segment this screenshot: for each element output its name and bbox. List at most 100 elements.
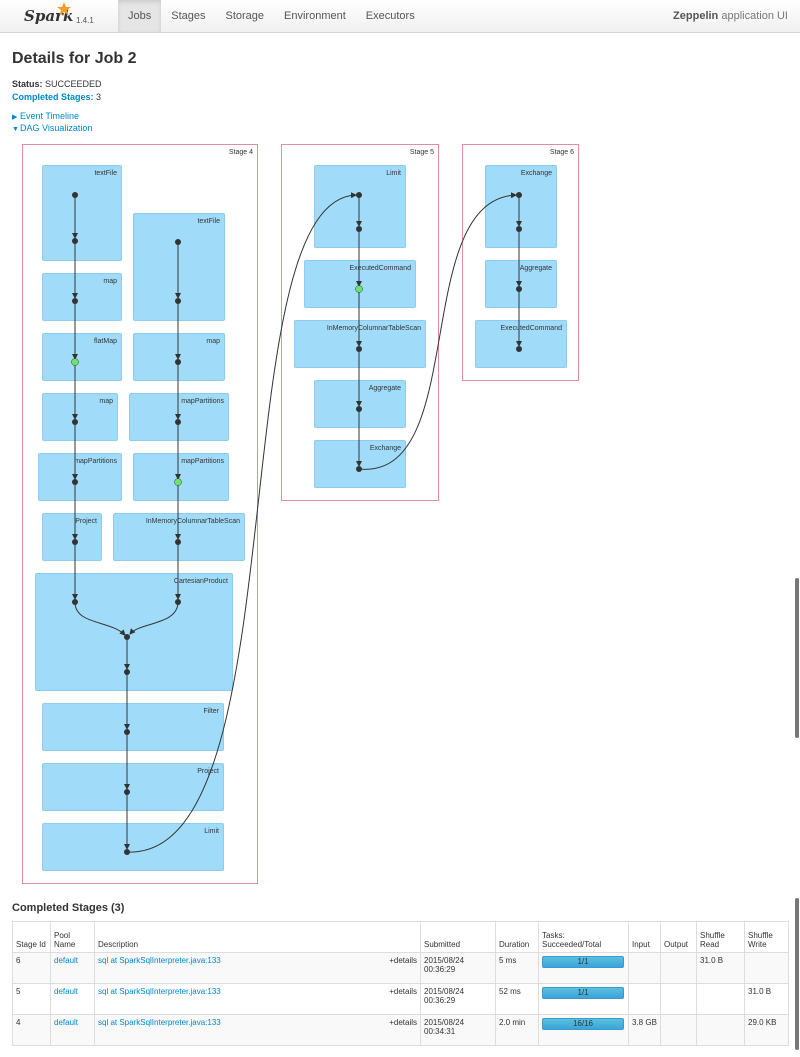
tasks-progress-bar: 1/1	[542, 987, 624, 999]
description-link[interactable]: sql at SparkSqlInterpreter.java:133	[98, 1018, 221, 1027]
rdd-cluster[interactable]: InMemoryColumnarTableScan	[113, 513, 245, 561]
shuffle-read	[696, 1014, 745, 1046]
rdd-cluster[interactable]: Limit	[42, 823, 224, 871]
cluster-label: Filter	[203, 708, 219, 715]
stage-id: 6	[12, 952, 51, 984]
rdd-cluster[interactable]: Filter	[42, 703, 224, 751]
cluster-label: map	[206, 338, 220, 345]
tasks-progress-bar: 1/1	[542, 956, 624, 968]
table-header-row: Stage Id Pool Name Description Submitted…	[12, 921, 789, 953]
shuffle-write: 29.0 KB	[744, 1014, 789, 1046]
col-duration[interactable]: Duration	[495, 921, 539, 953]
rdd-cluster[interactable]: Exchange	[485, 165, 557, 248]
tab-environment[interactable]: Environment	[284, 10, 346, 22]
rdd-cluster[interactable]: flatMap	[42, 333, 122, 381]
col-shuffle-write[interactable]: Shuffle Write	[744, 921, 789, 953]
table-row: 6 default sql at SparkSqlInterpreter.jav…	[12, 952, 789, 984]
cluster-label: map	[99, 398, 113, 405]
col-description[interactable]: Description	[94, 921, 421, 953]
cluster-label: Limit	[386, 170, 401, 177]
cluster-label: Exchange	[520, 170, 552, 177]
stage-label: Stage 4	[228, 149, 253, 156]
col-stage-id[interactable]: Stage Id	[12, 921, 51, 953]
details-toggle[interactable]: +details	[389, 1018, 417, 1027]
rdd-cluster[interactable]: mapPartitions	[38, 453, 122, 501]
cluster-label: mapPartitions	[74, 458, 117, 465]
rdd-cluster[interactable]: map	[133, 333, 225, 381]
rdd-cluster[interactable]: ExecutedCommand	[304, 260, 416, 308]
rdd-cluster[interactable]: map	[42, 273, 122, 321]
pool-link[interactable]: default	[54, 956, 79, 965]
tab-storage[interactable]: Storage	[225, 10, 265, 22]
submitted-time: 2015/08/24 00:36:29	[420, 952, 496, 984]
shuffle-write	[744, 952, 789, 984]
tab-stages[interactable]: Stages	[171, 10, 206, 22]
completed-stages-summary[interactable]: Completed Stages: 3	[12, 92, 101, 102]
completed-stages-heading[interactable]: Completed Stages (3)	[12, 902, 125, 914]
col-output[interactable]: Output	[660, 921, 697, 953]
tab-jobs[interactable]: Jobs	[118, 0, 162, 32]
table-row: 4 default sql at SparkSqlInterpreter.jav…	[12, 1014, 789, 1046]
rdd-cluster[interactable]: Project	[42, 763, 224, 811]
cluster-label: InMemoryColumnarTableScan	[326, 325, 421, 332]
rdd-cluster[interactable]: map	[42, 393, 118, 441]
col-input[interactable]: Input	[628, 921, 661, 953]
stage-id: 5	[12, 983, 51, 1015]
shuffle-read	[696, 983, 745, 1015]
description-link[interactable]: sql at SparkSqlInterpreter.java:133	[98, 956, 221, 965]
cluster-label: textFile	[197, 218, 220, 225]
rdd-cluster[interactable]: textFile	[133, 213, 225, 321]
duration: 2.0 min	[495, 1014, 539, 1046]
rdd-cluster[interactable]: Limit	[314, 165, 406, 248]
col-pool-name[interactable]: Pool Name	[50, 921, 95, 953]
tasks-progress-text: 1/1	[577, 957, 589, 966]
app-name-bold: Zeppelin	[673, 10, 719, 22]
rdd-cluster[interactable]: Exchange	[314, 440, 406, 488]
app-name-rest: application UI	[718, 10, 788, 22]
pool-link[interactable]: default	[54, 1018, 79, 1027]
cluster-label: mapPartitions	[181, 458, 224, 465]
page-title: Details for Job 2	[12, 50, 137, 67]
application-name: Zeppelin application UI	[673, 10, 788, 22]
col-tasks[interactable]: Tasks: Succeeded/Total	[538, 921, 629, 953]
description-link[interactable]: sql at SparkSqlInterpreter.java:133	[98, 987, 221, 996]
rdd-cluster[interactable]: Aggregate	[485, 260, 557, 308]
cluster-label: textFile	[94, 170, 117, 177]
rdd-cluster[interactable]: Aggregate	[314, 380, 406, 428]
cluster-label: flatMap	[94, 338, 117, 345]
cluster-label: map	[103, 278, 117, 285]
output-size	[660, 952, 697, 984]
details-toggle[interactable]: +details	[389, 987, 417, 996]
cluster-label: Exchange	[369, 445, 401, 452]
table-row: 5 default sql at SparkSqlInterpreter.jav…	[12, 983, 789, 1015]
col-submitted[interactable]: Submitted	[420, 921, 496, 953]
submitted-time: 2015/08/24 00:34:31	[420, 1014, 496, 1046]
tasks-progress-bar: 16/16	[542, 1018, 624, 1030]
cluster-label: Limit	[204, 828, 219, 835]
dag-visualization-toggle[interactable]: ▼DAG Visualization	[12, 123, 92, 133]
pool-link[interactable]: default	[54, 987, 79, 996]
tasks-progress-text: 1/1	[577, 988, 589, 997]
cluster-label: ExecutedCommand	[349, 265, 411, 272]
duration: 5 ms	[495, 952, 539, 984]
rdd-cluster[interactable]: InMemoryColumnarTableScan	[294, 320, 426, 368]
rdd-cluster[interactable]: mapPartitions	[133, 453, 229, 501]
scrollbar-thumb[interactable]	[795, 578, 799, 738]
completed-stages-table: Stage Id Pool Name Description Submitted…	[12, 921, 789, 1046]
rdd-cluster[interactable]: mapPartitions	[129, 393, 229, 441]
tab-executors[interactable]: Executors	[365, 10, 415, 22]
input-size	[628, 952, 661, 984]
rdd-cluster[interactable]: Project	[42, 513, 102, 561]
col-shuffle-read[interactable]: Shuffle Read	[696, 921, 745, 953]
event-timeline-label: Event Timeline	[20, 111, 80, 121]
shuffle-write: 31.0 B	[744, 983, 789, 1015]
expand-right-icon: ▶	[12, 114, 18, 121]
scrollbar-thumb[interactable]	[795, 898, 799, 1050]
tasks-progress-text: 16/16	[572, 1019, 594, 1028]
rdd-cluster[interactable]: CartesianProduct	[35, 573, 233, 691]
rdd-cluster[interactable]: textFile	[42, 165, 122, 261]
nav-tabs: Jobs Stages Storage Environment Executor…	[118, 0, 425, 32]
event-timeline-toggle[interactable]: ▶Event Timeline	[12, 111, 79, 121]
rdd-cluster[interactable]: ExecutedCommand	[475, 320, 567, 368]
details-toggle[interactable]: +details	[389, 956, 417, 965]
